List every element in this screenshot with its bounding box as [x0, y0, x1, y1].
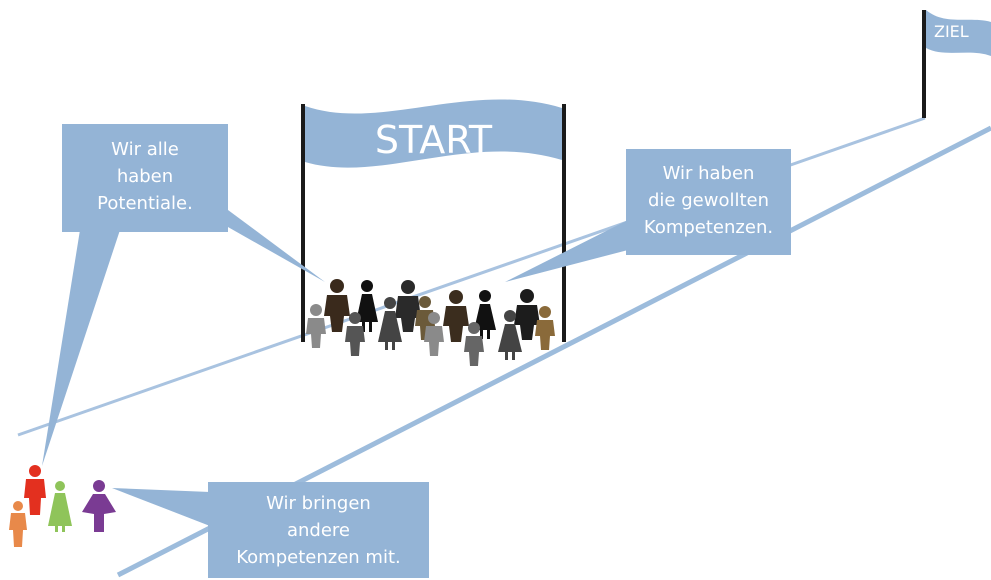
start-flag-label: START	[374, 118, 493, 162]
callout-other-pointer	[112, 488, 210, 526]
person-icon	[474, 290, 496, 339]
callout-potentials-text: Wir alle haben Potentiale.	[62, 136, 228, 217]
callout-potentials-line: haben	[116, 166, 174, 187]
callout-other-line: Kompetenzen mit.	[236, 547, 401, 568]
callout-potentials-pointer-2	[198, 210, 325, 282]
person-icon	[324, 279, 350, 332]
callout-potentials-pointer	[42, 230, 120, 466]
callout-other-text: Wir bringen andere Kompetenzen mit.	[208, 490, 429, 571]
person-icon	[345, 312, 365, 356]
person-red-icon	[24, 465, 46, 515]
person-purple-icon	[82, 480, 116, 532]
callout-wanted-text: Wir haben die gewollten Kompetenzen.	[626, 160, 791, 241]
person-icon	[306, 304, 326, 348]
finish-flag-label: ZIEL	[934, 22, 969, 41]
person-icon	[443, 290, 469, 342]
callout-wanted-pointer	[505, 220, 628, 282]
callout-potentials-line: Wir alle	[111, 139, 179, 160]
finish-flag	[926, 10, 991, 56]
callout-wanted-line: die gewollten	[648, 190, 769, 211]
callout-wanted-box	[626, 149, 791, 255]
person-icon	[514, 289, 540, 340]
person-icon	[395, 280, 421, 332]
callout-wanted-line: Wir haben	[662, 163, 755, 184]
callout-potentials-box	[62, 124, 228, 232]
person-icon	[424, 312, 444, 356]
person-green-icon	[48, 481, 72, 532]
person-icon	[464, 322, 484, 366]
callout-potentials-line: Potentiale.	[97, 193, 193, 214]
person-icon	[356, 280, 378, 332]
newcomers-group	[9, 465, 116, 547]
callout-wanted-line: Kompetenzen.	[643, 217, 774, 238]
callout-other-line: Wir bringen	[266, 493, 371, 514]
person-icon	[378, 297, 402, 350]
person-icon	[498, 310, 522, 360]
person-orange-icon	[9, 501, 27, 547]
callout-other-line: andere	[286, 520, 351, 541]
start-flag	[305, 99, 562, 168]
crowd-group	[306, 279, 555, 366]
person-icon	[535, 306, 555, 350]
callout-other-box	[208, 482, 429, 578]
